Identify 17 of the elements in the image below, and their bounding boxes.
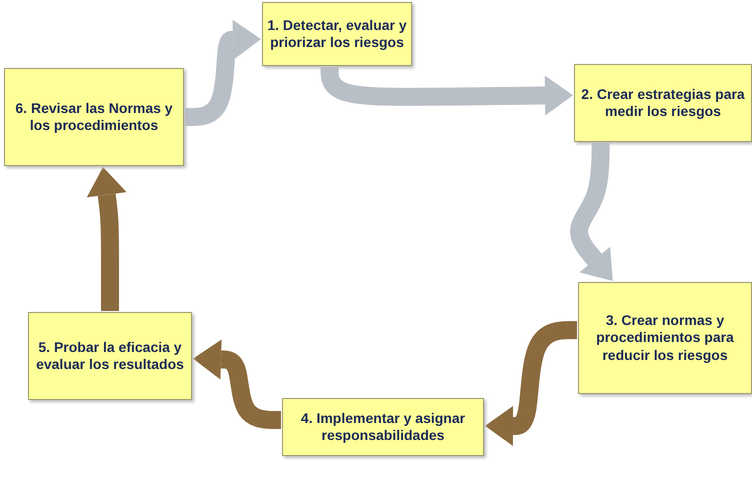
step-box [4, 68, 184, 166]
block-arrow [182, 20, 261, 126]
step-box [282, 398, 484, 456]
step-text: 2. Crear estrategias para medir los riesgos [580, 84, 746, 121]
step-text: 1. Detectar, evaluar y priorizar los riesgos [266, 16, 408, 52]
step-text: 3. Crear normas y procedimientos para reducir los riesgos [595, 310, 735, 365]
block-arrow [485, 321, 578, 446]
step-box [28, 312, 192, 400]
block-arrow [570, 142, 613, 281]
step-box [578, 282, 752, 394]
step-box [574, 64, 752, 142]
step-text: 6. Revisar las Normas y los procedimientos [14, 98, 174, 135]
step-text: 5. Probar la eficacia y evaluar los resultados [35, 338, 185, 374]
block-arrow [193, 339, 284, 430]
step-box [262, 2, 412, 66]
step-text: 4. Implementar y asignar responsabilidades [300, 408, 466, 445]
block-arrow [86, 167, 126, 312]
